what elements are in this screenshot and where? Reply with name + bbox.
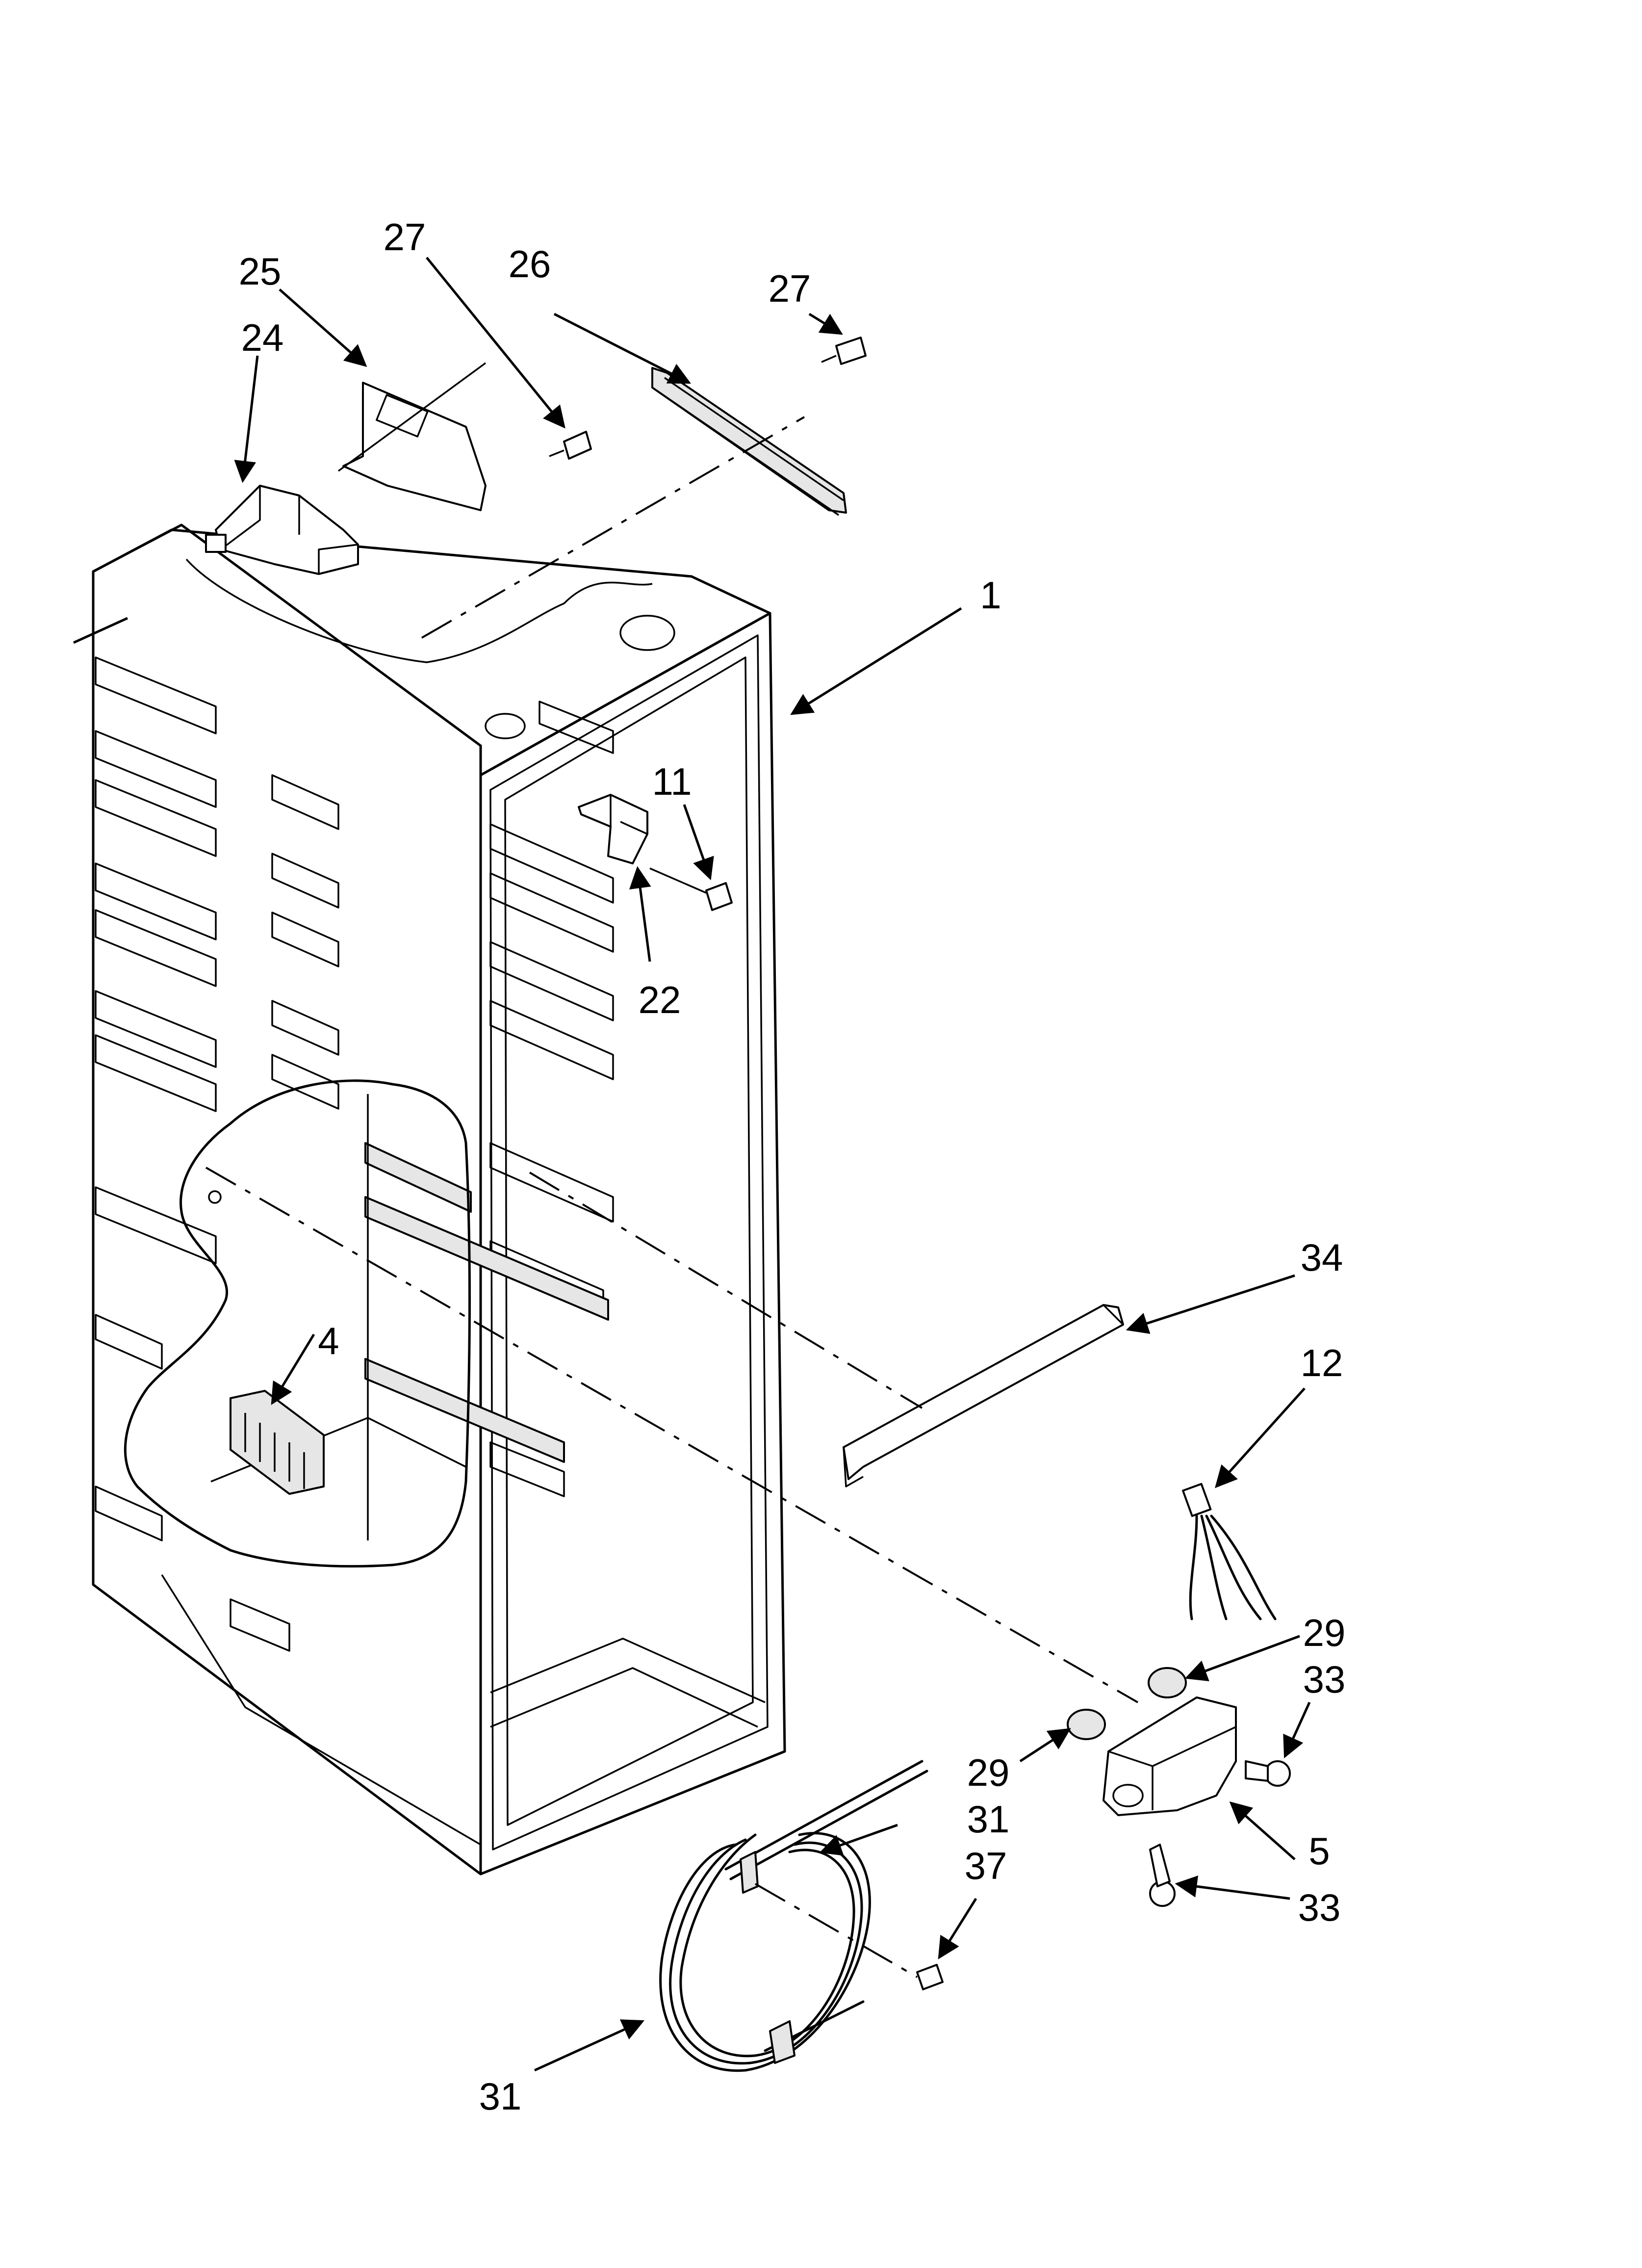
leader-lines xyxy=(73,257,1311,2072)
liner-shelf-ribs-right xyxy=(364,701,614,1497)
part-11-screw xyxy=(649,867,733,911)
callout-33-upper: 33 xyxy=(1303,1658,1346,1701)
callout-1: 1 xyxy=(980,574,1001,617)
part-24-control-housing xyxy=(205,485,359,575)
part-25-bracket xyxy=(337,362,487,511)
part-26-mounting-rail xyxy=(651,367,847,516)
alignment-line-34 xyxy=(529,1172,923,1409)
part-12-wire-harness xyxy=(1181,1483,1277,1620)
alignment-line-5 xyxy=(205,1167,1138,1703)
callout-25: 25 xyxy=(239,250,282,293)
callout-31-upper: 31 xyxy=(967,1798,1010,1841)
callout-11: 11 xyxy=(652,760,692,803)
callout-37: 37 xyxy=(965,1844,1007,1887)
callout-29-upper: 29 xyxy=(1303,1611,1346,1654)
liner-shelf-ribs-left xyxy=(95,656,339,1652)
callout-24: 24 xyxy=(241,316,284,359)
alignment-line-37 xyxy=(755,1883,918,1978)
part-4-light-housing xyxy=(230,1390,325,1495)
part-31-tubing xyxy=(659,1760,928,2072)
callout-labels: 1 4 5 11 12 22 24 25 26 27 27 29 29 31 3… xyxy=(239,215,1346,2118)
part-5-thermostat-housing xyxy=(1103,1696,1237,1816)
part-22-bracket xyxy=(578,794,648,864)
liner-cutaway xyxy=(124,1079,471,1568)
callout-34: 34 xyxy=(1301,1236,1343,1279)
callout-22: 22 xyxy=(639,978,681,1021)
part-37-clip-screw xyxy=(916,1964,944,1990)
part-33-fasteners xyxy=(1149,1760,1291,1907)
refrigerator-liner xyxy=(92,523,786,1876)
alignment-line-top xyxy=(421,416,805,639)
callout-33-lower: 33 xyxy=(1298,1886,1341,1929)
callout-26: 26 xyxy=(509,242,551,286)
callout-5: 5 xyxy=(1308,1829,1330,1873)
part-34-cover xyxy=(843,1304,1124,1487)
callout-29-lower: 29 xyxy=(967,1751,1010,1794)
part-27-screws xyxy=(549,337,867,460)
part-29-knobs xyxy=(1067,1667,1187,1740)
callout-12: 12 xyxy=(1301,1341,1343,1384)
callout-27-left: 27 xyxy=(384,215,426,259)
callout-4: 4 xyxy=(318,1319,339,1362)
callout-27-right: 27 xyxy=(769,267,811,310)
callout-31-lower: 31 xyxy=(479,2075,522,2118)
